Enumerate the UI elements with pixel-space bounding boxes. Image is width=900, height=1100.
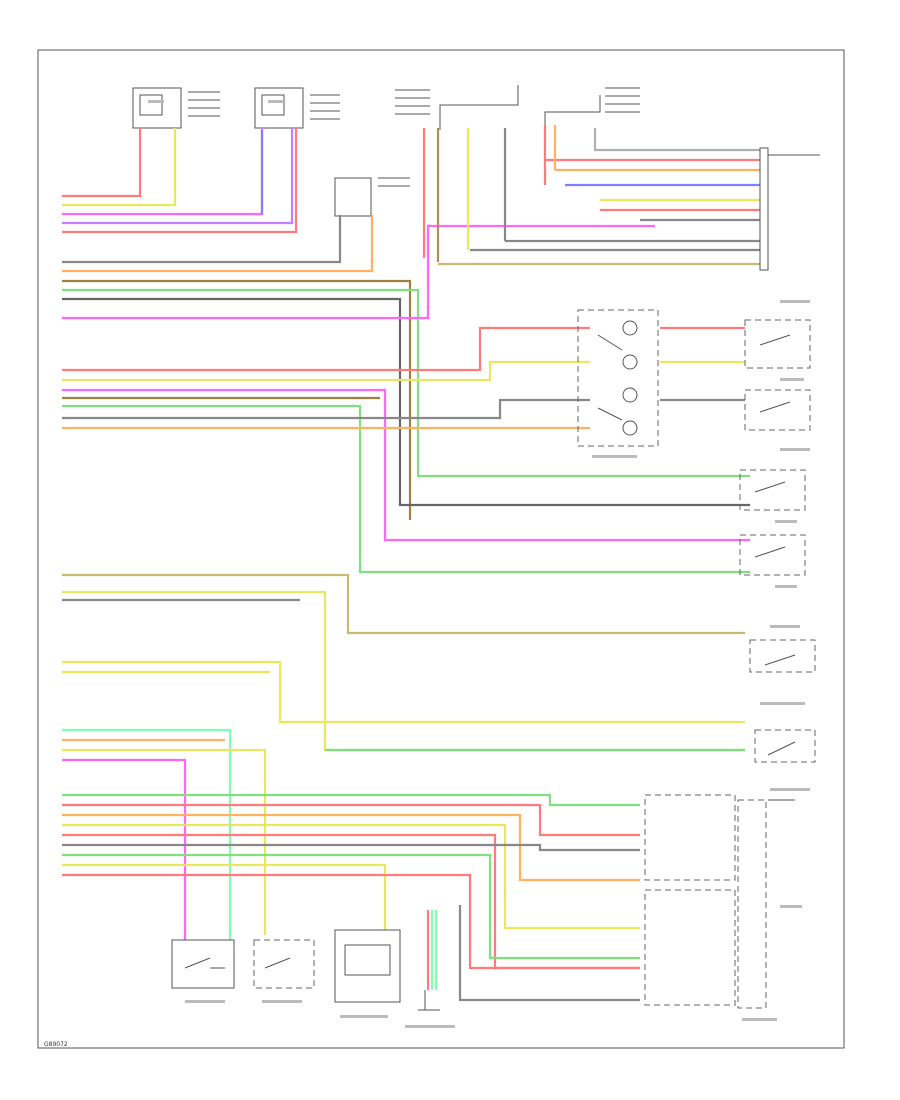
- temperature-sensor-left: [132, 87, 220, 129]
- bottom-switch-2: [253, 939, 315, 989]
- lower-middle-wire-group: [62, 573, 745, 752]
- actuator-switch-right-2: [744, 389, 811, 431]
- pressure-switch-lower: [749, 639, 816, 763]
- actuator-switch-right-3: [739, 469, 806, 511]
- sensor-mid-left: [334, 177, 410, 217]
- actuator-switch-right-4: [739, 534, 806, 576]
- middle-wire-group: [62, 326, 750, 574]
- bottom-wire-group: [62, 728, 640, 1002]
- actuator-switch-right-1: [744, 319, 811, 369]
- right-module-bottom: [644, 794, 795, 1009]
- blower-connector-top: [395, 85, 519, 130]
- label-marks: [148, 100, 810, 1028]
- temperature-sensor-middle: [254, 87, 340, 129]
- diagram-frame: [37, 49, 845, 1049]
- climate-control-sensor-right: [544, 87, 640, 125]
- right-connector-top: [759, 147, 820, 271]
- top-wire-group: [62, 125, 760, 520]
- ground-connector-bottom: [418, 990, 440, 1011]
- bottom-switch-1: [171, 939, 235, 989]
- mode-door-actuator: [334, 929, 401, 1003]
- page-code: G89072: [44, 1041, 68, 1048]
- blend-door-motor-block: [577, 309, 659, 447]
